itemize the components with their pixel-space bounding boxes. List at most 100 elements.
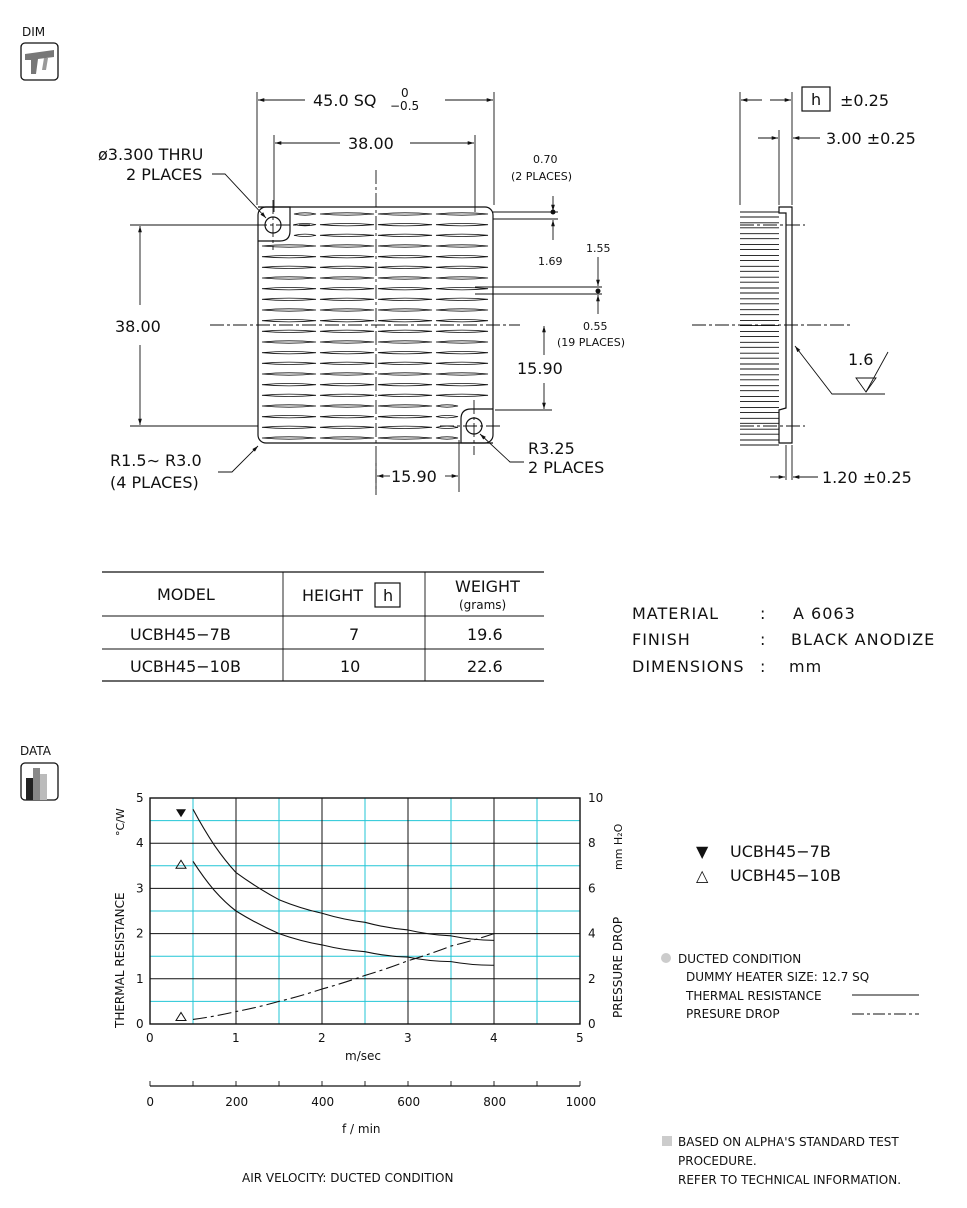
fin-slot	[377, 383, 433, 387]
fin-slot	[377, 393, 433, 397]
fin-slot	[319, 329, 375, 333]
y-tick-label: 1	[136, 972, 144, 986]
overall-size-label: 45.0 SQ	[313, 91, 376, 110]
y-tick-label: 5	[136, 791, 144, 805]
fin-slot	[319, 265, 375, 269]
bullet-square-icon	[662, 1136, 672, 1146]
hole-pitch-top-label: 38.00	[348, 134, 394, 153]
chart-legend: ▼ UCBH45−7B △ UCBH45−10B	[696, 842, 841, 885]
x2-tick-label: 200	[225, 1095, 248, 1109]
x-tick-label: 4	[490, 1031, 498, 1045]
y-axis-label: THERMAL RESISTANCE	[113, 892, 127, 1029]
table-cell-model: UCBH45−7B	[130, 625, 231, 644]
fin-slot	[377, 297, 433, 301]
spec-label: FINISH	[632, 630, 691, 649]
fin-note-169: 1.69	[538, 255, 563, 268]
bar-chart-icon	[20, 762, 59, 801]
overall-tol-lower: −0.5	[390, 99, 419, 113]
y2-tick-label: 6	[588, 881, 596, 895]
dimension-1590-vertical: 15.90	[495, 326, 563, 411]
fin-slot	[261, 297, 317, 301]
fin-slot	[435, 361, 489, 365]
fin-slot	[261, 425, 317, 429]
table-cell-height: 7	[349, 625, 359, 644]
x2-tick-label: 800	[483, 1095, 506, 1109]
fin-slot	[435, 425, 459, 429]
fin-slot	[377, 255, 433, 259]
y-tick-label: 3	[136, 881, 144, 895]
x2-tick-label: 1000	[566, 1095, 597, 1109]
fin-slot	[377, 372, 433, 376]
fin-slot	[319, 383, 375, 387]
fin-slot	[293, 223, 317, 227]
fin-slot	[319, 404, 375, 408]
fin-note-070: 0.70	[533, 153, 558, 166]
fin-slot	[319, 244, 375, 248]
fin-slot	[435, 287, 489, 291]
fin-slot	[377, 212, 433, 216]
note-thermal: THERMAL RESISTANCE	[685, 989, 822, 1003]
fin-slot	[319, 351, 375, 355]
side-h-symbol: h	[811, 90, 821, 109]
fin-slot	[261, 287, 317, 291]
note-standard-3: REFER TO TECHNICAL INFORMATION.	[678, 1173, 901, 1187]
hole-note-2: 2 PLACES	[126, 165, 202, 184]
fin-slot	[435, 383, 489, 387]
overall-tol-upper: 0	[401, 86, 409, 100]
fin-slot	[435, 415, 459, 419]
spec-value: BLACK ANODIZE	[791, 630, 935, 649]
dim-1590-horizontal-label: 15.90	[391, 467, 437, 486]
fin-slot	[435, 351, 489, 355]
y2-tick-label: 0	[588, 1017, 596, 1031]
fin-slot	[435, 319, 489, 323]
fin-slot	[319, 319, 375, 323]
table-cell-model: UCBH45−10B	[130, 657, 241, 676]
dimension-overall: 45.0 SQ 0 −0.5	[256, 86, 495, 205]
fin-note-19places: (19 PLACES)	[557, 336, 625, 349]
table-header-weight-unit: (grams)	[459, 598, 506, 612]
test-condition-notes: DUCTED CONDITION DUMMY HEATER SIZE: 12.7…	[242, 952, 919, 1187]
y-tick-label: 2	[136, 927, 144, 941]
fin-slot	[377, 361, 433, 365]
x2-tick-label: 0	[146, 1095, 154, 1109]
spec-sep: :	[760, 657, 766, 676]
fin-slot	[261, 276, 317, 280]
fin-slot	[319, 233, 375, 237]
dim-section-label: DIM	[22, 25, 45, 39]
fin-slot	[319, 255, 375, 259]
material-specs: MATERIAL : A 6063 FINISH : BLACK ANODIZE…	[632, 604, 935, 676]
caliper-icon	[20, 42, 59, 81]
fin-slot	[319, 287, 375, 291]
series-line	[192, 809, 495, 941]
x-tick-label: 3	[404, 1031, 412, 1045]
fin-slot	[377, 415, 433, 419]
series-line	[192, 933, 495, 1021]
model-table: MODEL HEIGHT h WEIGHT (grams) UCBH45−7B …	[102, 571, 544, 682]
fin-slot	[377, 351, 433, 355]
corner-radius-callout: R1.5∼ R3.0 (4 PLACES)	[110, 445, 259, 492]
x2-tick-label: 400	[311, 1095, 334, 1109]
spec-label: MATERIAL	[632, 604, 719, 623]
dimension-hole-pitch-top: 38.00	[273, 134, 476, 212]
fin-slot	[377, 276, 433, 280]
spec-label: DIMENSIONS	[632, 657, 745, 676]
hole-pitch-left-label: 38.00	[115, 317, 161, 336]
table-cell-weight: 19.6	[467, 625, 503, 644]
side-h-tolerance: ±0.25	[840, 91, 889, 110]
fin-slot	[435, 404, 459, 408]
heatsink-top-view	[210, 170, 520, 495]
plot-frame	[149, 797, 581, 1025]
side-surface-finish: 1.6	[848, 350, 873, 369]
fin-slot	[377, 436, 433, 440]
y-tick-label: 4	[136, 836, 144, 850]
legend-label-10b: UCBH45−10B	[730, 866, 841, 885]
side-300-label: 3.00 ±0.25	[826, 129, 916, 148]
fin-slot	[261, 372, 317, 376]
table-header-height: HEIGHT	[302, 586, 363, 605]
fin-slot	[261, 351, 317, 355]
x-axis-label: m/sec	[345, 1049, 381, 1063]
fin-note-155: 1.55	[586, 242, 611, 255]
fin-slot	[319, 425, 375, 429]
table-header-model: MODEL	[157, 585, 215, 604]
